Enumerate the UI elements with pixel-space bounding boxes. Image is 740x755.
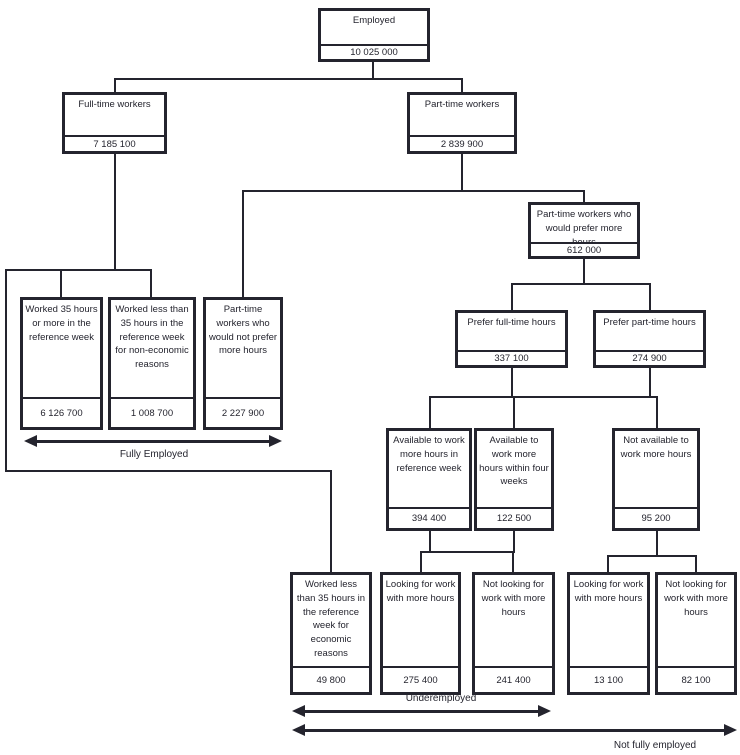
node-value: 612 000 — [531, 242, 637, 256]
underemployed-arrow — [292, 705, 551, 719]
not-fully-employed-arrow — [292, 724, 737, 738]
connector-line — [607, 555, 609, 572]
connector-line — [5, 269, 7, 472]
connector-line — [656, 531, 658, 555]
node-value: 2 227 900 — [206, 397, 280, 427]
node-value: 274 900 — [596, 350, 703, 365]
node-value: 6 126 700 — [23, 397, 100, 427]
node-label: Not looking for work with more hours — [481, 579, 546, 618]
connector-line — [114, 154, 116, 269]
arrowhead-left-icon — [292, 724, 305, 736]
node-label: Not available to work more hours — [620, 435, 692, 460]
node-value: 275 400 — [383, 666, 458, 692]
node-prefer-part-time-hours: Prefer part-time hours 274 900 — [593, 310, 706, 368]
node-looking-available: Looking for work with more hours 275 400 — [380, 572, 461, 695]
underemployed-label: Underemployed — [405, 693, 477, 704]
connector-line — [583, 190, 585, 202]
node-value: 49 800 — [293, 666, 369, 692]
connector-line — [420, 551, 515, 553]
fully-employed-label: Fully Employed — [119, 449, 189, 460]
connector-line — [372, 62, 374, 78]
connector-line — [242, 190, 244, 297]
connector-line — [5, 470, 332, 472]
node-label: Part-time workers — [424, 99, 500, 110]
node-value: 95 200 — [615, 507, 697, 528]
connector-line — [242, 190, 585, 192]
connector-line — [583, 259, 585, 283]
node-label: Prefer full-time hours — [467, 317, 556, 328]
node-label: Worked less than 35 hours in the referen… — [115, 304, 189, 371]
node-value: 1 008 700 — [111, 397, 193, 427]
arrowhead-right-icon — [269, 435, 282, 447]
node-worked-35-or-more: Worked 35 hours or more in the reference… — [20, 297, 103, 430]
fully-employed-arrow — [24, 435, 282, 449]
node-label: Part-time workers who would not prefer m… — [208, 304, 278, 357]
node-not-looking-available: Not looking for work with more hours 241… — [472, 572, 555, 695]
connector-line — [511, 368, 513, 396]
node-full-time-workers: Full-time workers 7 185 100 — [62, 92, 167, 154]
node-label: Worked less than 35 hours in the referen… — [296, 579, 366, 659]
node-label: Available to work more hours within four… — [479, 435, 549, 488]
not-fully-employed-label: Not fully employed — [613, 740, 697, 751]
node-label: Prefer part-time hours — [603, 317, 696, 328]
node-label: Available to work more hours in referenc… — [393, 435, 465, 474]
connector-line — [114, 78, 116, 92]
node-label: Not looking for work with more hours — [664, 579, 728, 618]
connector-line — [429, 531, 431, 551]
connector-line — [429, 396, 658, 398]
node-worked-less-economic: Worked less than 35 hours in the referen… — [290, 572, 372, 695]
node-label: Looking for work with more hours — [573, 579, 644, 604]
connector-line — [656, 396, 658, 428]
connector-line — [420, 551, 422, 572]
connector-line — [511, 283, 651, 285]
node-available-four-weeks: Available to work more hours within four… — [474, 428, 554, 531]
arrowhead-left-icon — [24, 435, 37, 447]
connector-line — [60, 269, 62, 297]
node-value: 82 100 — [658, 666, 734, 692]
node-value: 10 025 000 — [321, 44, 427, 59]
node-value: 337 100 — [458, 350, 565, 365]
connector-line — [5, 269, 152, 271]
node-value: 122 500 — [477, 507, 551, 528]
arrowhead-left-icon — [292, 705, 305, 717]
node-value: 7 185 100 — [65, 135, 164, 151]
node-label: Looking for work with more hours — [385, 579, 456, 604]
connector-line — [513, 396, 515, 428]
node-prefer-full-time-hours: Prefer full-time hours 337 100 — [455, 310, 568, 368]
connector-line — [512, 551, 514, 572]
node-not-looking-not-available: Not looking for work with more hours 82 … — [655, 572, 737, 695]
arrowhead-right-icon — [538, 705, 551, 717]
connector-line — [513, 531, 515, 551]
node-value: 241 400 — [475, 666, 552, 692]
connector-line — [330, 470, 332, 572]
node-value: 394 400 — [389, 507, 469, 528]
connector-line — [649, 368, 651, 396]
connector-line — [607, 555, 697, 557]
node-part-time-workers: Part-time workers 2 839 900 — [407, 92, 517, 154]
connector-line — [114, 78, 463, 80]
connector-line — [695, 555, 697, 572]
node-employed: Employed 10 025 000 — [318, 8, 430, 62]
arrowhead-right-icon — [724, 724, 737, 736]
connector-line — [150, 269, 152, 297]
node-value: 2 839 900 — [410, 135, 514, 151]
node-pt-would-prefer-more-hours: Part-time workers who would prefer more … — [528, 202, 640, 259]
node-available-ref-week: Available to work more hours in referenc… — [386, 428, 472, 531]
node-worked-less-non-economic: Worked less than 35 hours in the referen… — [108, 297, 196, 430]
node-not-available: Not available to work more hours 95 200 — [612, 428, 700, 531]
connector-line — [461, 78, 463, 92]
node-label: Employed — [352, 15, 396, 26]
node-label: Worked 35 hours or more in the reference… — [25, 304, 98, 343]
connector-line — [429, 396, 431, 428]
connector-line — [461, 154, 463, 190]
connector-line — [511, 283, 513, 310]
node-label: Part-time workers who would prefer more … — [536, 209, 632, 242]
node-looking-not-available: Looking for work with more hours 13 100 — [567, 572, 650, 695]
node-pt-would-not-prefer: Part-time workers who would not prefer m… — [203, 297, 283, 430]
node-value: 13 100 — [570, 666, 647, 692]
node-label: Full-time workers — [78, 99, 151, 110]
connector-line — [649, 283, 651, 310]
